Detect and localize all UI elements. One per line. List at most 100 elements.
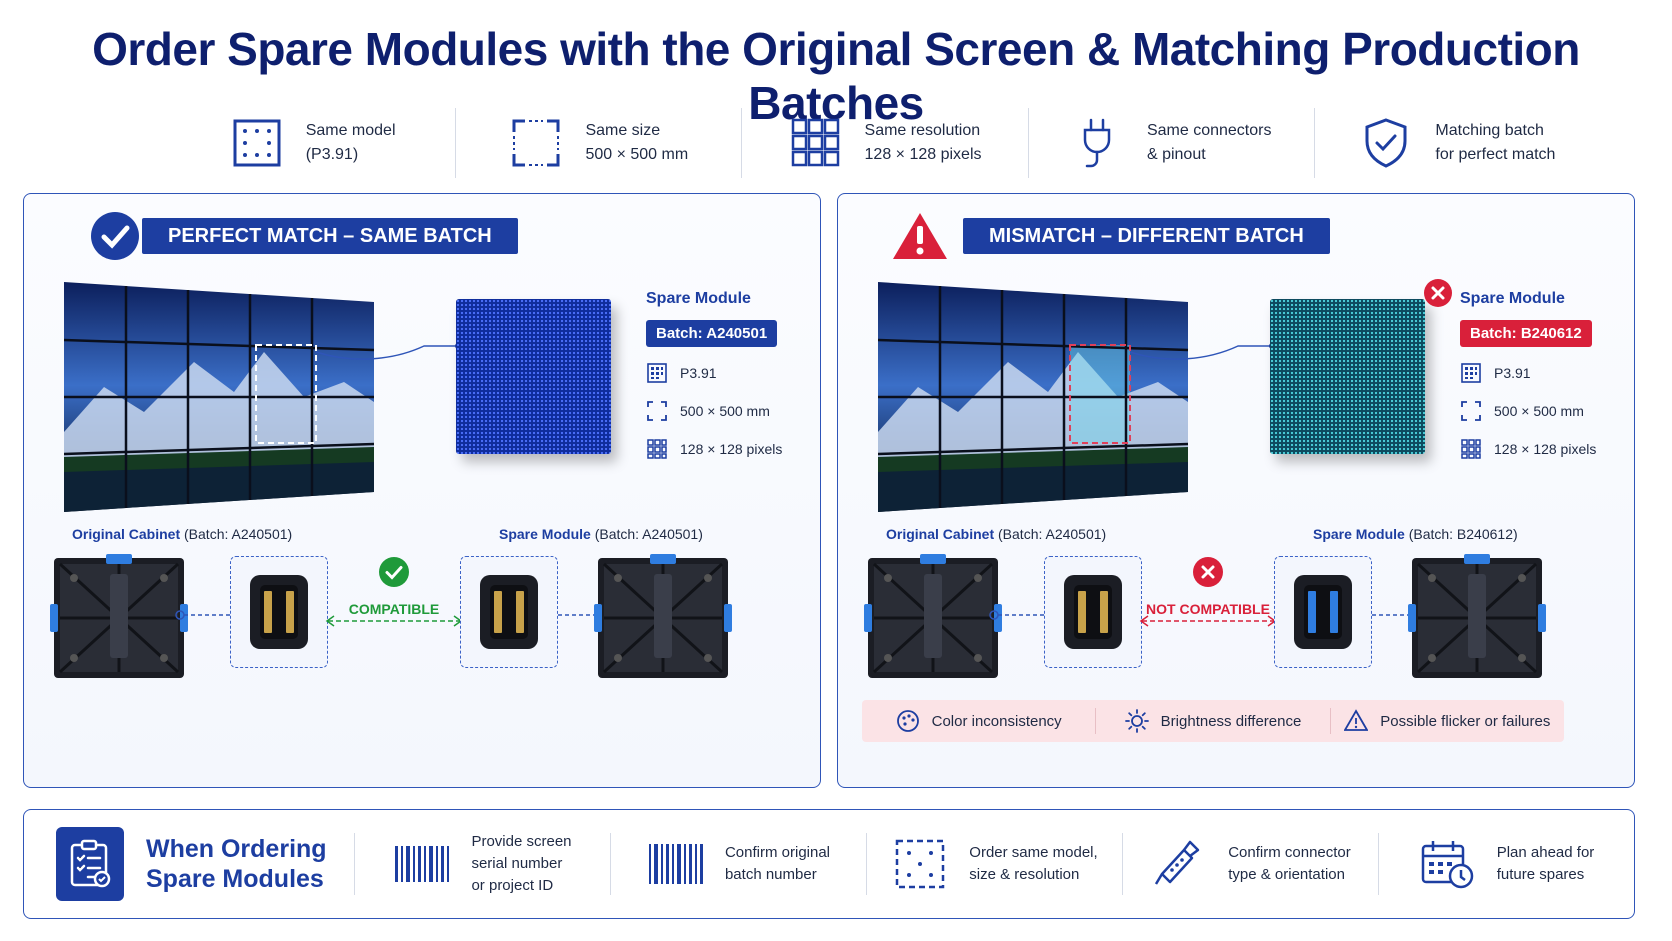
original-cabinet-image [864, 554, 1002, 682]
spec-line2: 128 × 128 pixels [864, 146, 982, 163]
resolution-grid-icon [1461, 439, 1481, 459]
spec-line1: Matching batch [1435, 122, 1544, 139]
panel-header: MISMATCH – DIFFERENT BATCH [963, 218, 1330, 254]
alert-triangle-icon [1344, 709, 1369, 731]
module-spec-list: P3.91 500 × 500 mm 128 × 128 pixels [1460, 354, 1596, 468]
connector-icon [478, 573, 540, 651]
spec-size: 500 × 500 mm [1460, 392, 1596, 430]
spare-module-caption: Spare Module (Batch: B240612) [1313, 526, 1518, 542]
spec-item-connectors: Same connectors& pinout [1029, 108, 1315, 178]
panel-header: PERFECT MATCH – SAME BATCH [142, 218, 518, 254]
warning-item: Possible flicker or failures [1331, 708, 1564, 734]
spare-module-image [456, 299, 611, 454]
compatibility-status: NOT COMPATIBLE [1128, 556, 1288, 617]
spec-text: 500 × 500 mm [1494, 403, 1584, 419]
spec-item-model: Same model (P3.91) [170, 108, 457, 178]
spec-line2: (P3.91) [305, 146, 359, 163]
spec-line1: Same model [305, 122, 396, 139]
ordering-step: Confirm connector type & orientation [1122, 833, 1378, 895]
ordering-title-line2: Spare Modules [146, 865, 324, 893]
caption-batch: (Batch: A240501) [998, 526, 1107, 542]
step-text: Confirm connector type & orientation [1228, 844, 1351, 883]
caption-batch: (Batch: B240612) [1408, 526, 1518, 542]
step-text: Provide screen serial number or project … [471, 833, 572, 894]
spare-cabinet-image [1408, 554, 1546, 682]
clipboard-checklist-icon [56, 827, 124, 901]
spec-item-resolution: Same resolution 128 × 128 pixels [742, 108, 1029, 178]
caption-name: Spare Module [499, 526, 591, 542]
spec-text: 500 × 500 mm [680, 403, 770, 419]
caption-name: Original Cabinet [72, 526, 181, 542]
perfect-match-panel: PERFECT MATCH – SAME BATCH Spare Module … [23, 193, 821, 788]
pixel-grid-icon [1461, 363, 1481, 383]
check-circle-icon [379, 557, 409, 587]
caption-name: Spare Module [1313, 526, 1405, 542]
zoom-link-line [175, 610, 234, 620]
spare-connector-closeup [460, 556, 558, 668]
pixel-grid-icon [647, 363, 667, 383]
spare-module-label: Spare Module [1460, 290, 1565, 307]
warning-item: Color inconsistency [862, 708, 1097, 734]
compatibility-status: COMPATIBLE [314, 556, 474, 617]
module-spec-list: P3.91 500 × 500 mm 128 × 128 pixels [646, 354, 782, 468]
palette-icon [896, 710, 919, 732]
size-frame-icon [512, 119, 560, 167]
spec-pitch: P3.91 [646, 354, 782, 392]
compatible-link-arrow [325, 615, 463, 627]
status-label: COMPATIBLE [348, 601, 440, 617]
step-text: Confirm original batch number [724, 844, 831, 883]
model-grid-icon [233, 119, 281, 167]
spec-line1: Same size [585, 122, 661, 139]
spec-line1: Same resolution [864, 122, 981, 139]
mismatch-panel: MISMATCH – DIFFERENT BATCH Spare Module … [837, 193, 1635, 788]
spec-text: P3.91 [1494, 365, 1531, 381]
warning-text: Color inconsistency [931, 712, 1062, 730]
module-frame-icon [896, 839, 945, 889]
original-cabinet-caption: Original Cabinet (Batch: A240501) [886, 526, 1106, 542]
ordering-step: Order same model, size & resolution [866, 833, 1122, 895]
spec-item-batch: Matching batch for perfect match [1315, 108, 1600, 178]
spec-resolution: 128 × 128 pixels [1460, 430, 1596, 468]
original-cabinet-caption: Original Cabinet (Batch: A240501) [72, 526, 292, 542]
spare-module-label: Spare Module [646, 290, 751, 307]
calendar-clock-icon [1421, 841, 1473, 889]
size-frame-icon [647, 401, 667, 421]
ordering-step: Confirm original batch number [610, 833, 866, 895]
spec-line2: 500 × 500 mm [585, 146, 689, 163]
ordering-step: Plan ahead for future spares [1378, 833, 1634, 895]
spare-module-image [1270, 299, 1425, 454]
x-circle-icon [1424, 279, 1452, 307]
spec-text: 128 × 128 pixels [1494, 441, 1597, 457]
spec-resolution: 128 × 128 pixels [646, 430, 782, 468]
spec-line1: Same connectors [1146, 122, 1272, 139]
batch-tag: Batch: B240612 [1460, 320, 1592, 347]
original-connector-closeup [230, 556, 328, 668]
warning-text: Brightness difference [1160, 712, 1302, 730]
video-wall-image [878, 282, 1189, 512]
x-circle-icon [1193, 557, 1223, 587]
caption-batch: (Batch: A240501) [184, 526, 293, 542]
connector-icon [248, 573, 310, 651]
leader-line [1129, 343, 1275, 360]
spare-module-caption: Spare Module (Batch: A240501) [499, 526, 703, 542]
incompatible-link-arrow [1139, 615, 1277, 627]
step-text: Plan ahead for future spares [1496, 844, 1595, 883]
spec-text: 128 × 128 pixels [680, 441, 783, 457]
spec-pitch: P3.91 [1460, 354, 1596, 392]
spare-cabinet-image [594, 554, 732, 682]
zoom-link-line [989, 610, 1048, 620]
resolution-grid-icon [647, 439, 667, 459]
warning-item: Brightness difference [1096, 708, 1331, 734]
plug-icon [1083, 118, 1111, 168]
original-cabinet-image [50, 554, 188, 682]
caption-name: Original Cabinet [886, 526, 995, 542]
spec-size: 500 × 500 mm [646, 392, 782, 430]
check-circle-icon [91, 212, 139, 260]
spec-line2: for perfect match [1435, 146, 1556, 163]
connector-icon [1292, 573, 1354, 651]
video-wall-image [64, 282, 375, 512]
resolution-grid-icon [791, 118, 839, 167]
